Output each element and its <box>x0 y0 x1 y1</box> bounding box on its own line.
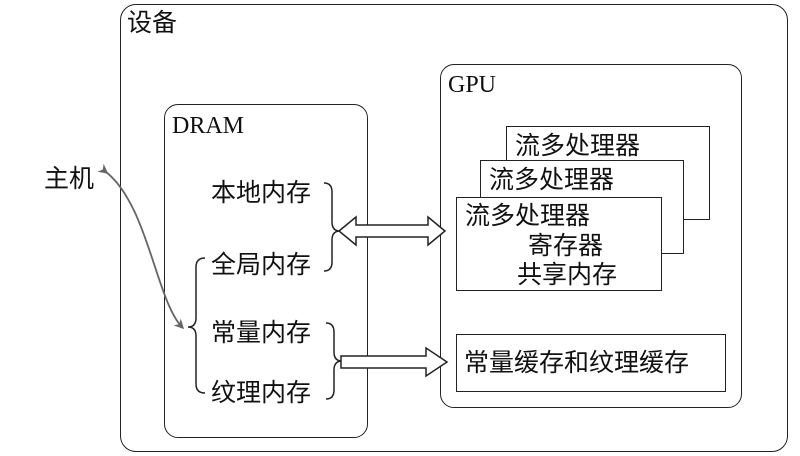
cache-label: 常量缓存和纹理缓存 <box>464 348 690 377</box>
global-memory-label: 全局内存 <box>211 250 312 279</box>
sm-front-label: 流多处理器 <box>465 201 591 230</box>
sm-middle-label: 流多处理器 <box>489 165 615 194</box>
memory-cache-arrow <box>340 346 449 378</box>
dram-sm-double-arrow <box>337 215 447 247</box>
brace-constant-texture <box>325 322 343 400</box>
brace-host-group <box>187 257 206 394</box>
brace-local-global <box>323 182 341 272</box>
host-label: 主机 <box>44 164 95 193</box>
local-memory-label: 本地内存 <box>211 178 312 207</box>
sm-back-label: 流多处理器 <box>515 131 641 160</box>
host-arrow <box>97 163 185 330</box>
gpu-label: GPU <box>448 72 497 98</box>
sm-box-front <box>456 197 662 291</box>
dram-label: DRAM <box>172 113 245 139</box>
cache-box <box>456 334 726 392</box>
constant-memory-label: 常量内存 <box>211 318 312 347</box>
device-label: 设备 <box>127 8 178 37</box>
texture-memory-label: 纹理内存 <box>211 378 312 407</box>
shared-memory-label: 共享内存 <box>517 260 618 289</box>
registers-label: 寄存器 <box>528 231 604 260</box>
